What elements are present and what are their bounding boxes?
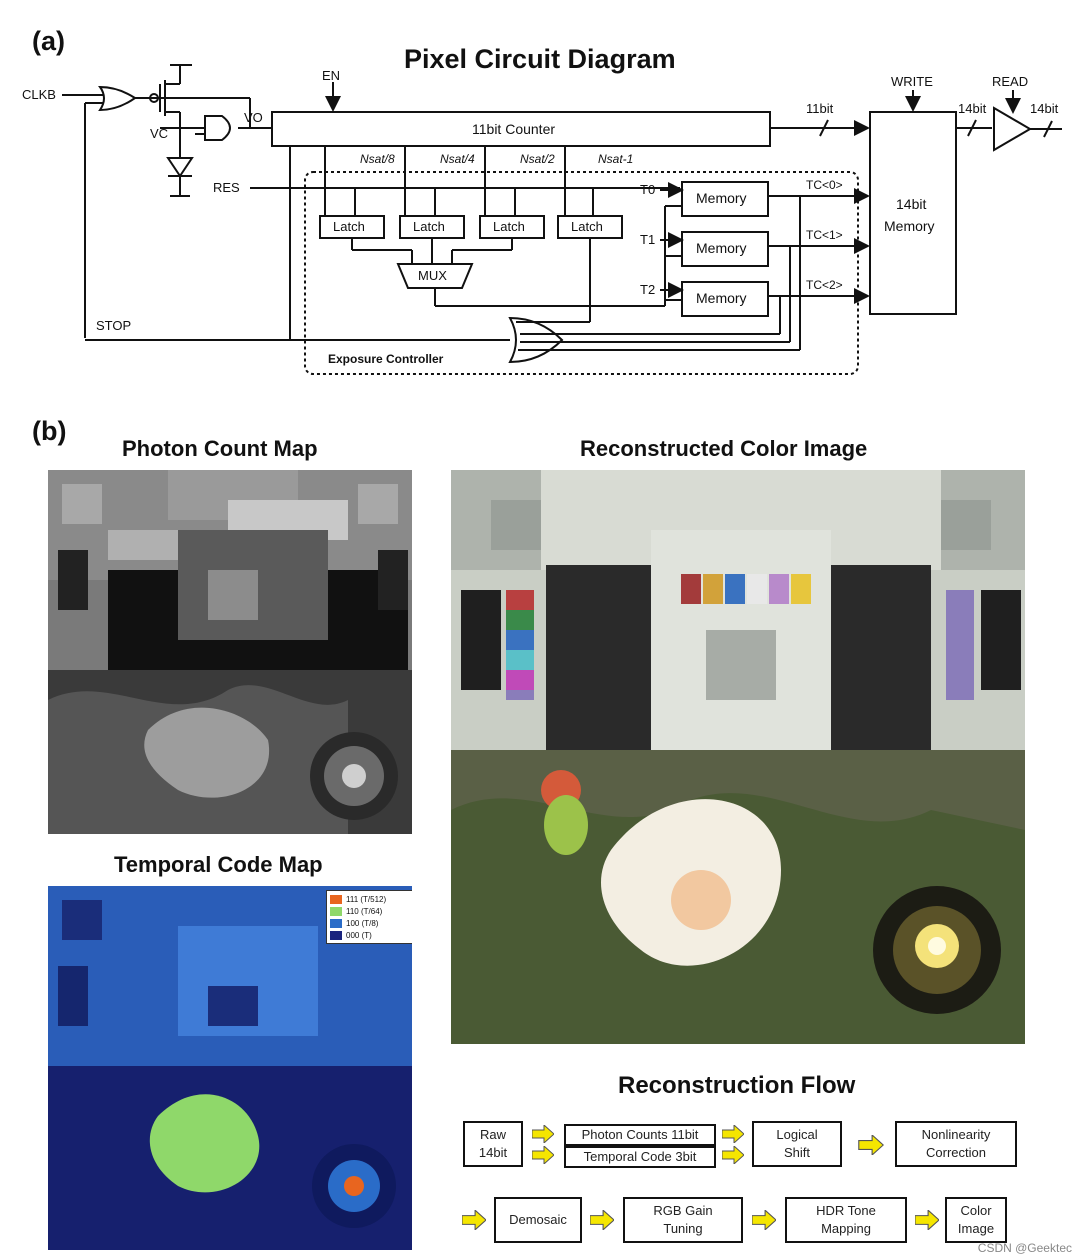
temporal-code-map-image: 111 (T/512) 110 (T/64) 100 (T/8) 000 (T): [48, 886, 412, 1250]
mux-label: MUX: [418, 268, 447, 283]
flow-demosaic: Demosaic: [494, 1197, 582, 1243]
memory-2: [681, 281, 769, 317]
label-res: RES: [213, 180, 240, 195]
memory-0: [681, 181, 769, 217]
flow-photon-counts: Photon Counts 11bit: [564, 1124, 716, 1146]
latch-3-label: Latch: [493, 219, 525, 234]
label-vc: VC: [150, 126, 169, 141]
reconstruction-flow-title: Reconstruction Flow: [618, 1072, 856, 1099]
flow-nonlinearity-label: Nonlinearity Correction: [921, 1127, 991, 1160]
memory-14bit-block: [869, 111, 957, 315]
label-11bit: 11bit: [806, 101, 834, 116]
watermark: CSDN @Geektec: [977, 1241, 1072, 1255]
label-en: EN: [322, 68, 341, 83]
photon-count-title: Photon Count Map: [122, 436, 318, 461]
flow-raw: Raw 14bit: [463, 1121, 523, 1167]
mux-block: [396, 263, 474, 289]
label-14bit-out: 14bit: [1030, 101, 1059, 116]
flow-nonlinearity: Nonlinearity Correction: [895, 1121, 1017, 1167]
flow-arrow-1a: [532, 1125, 554, 1143]
label-write: WRITE: [891, 74, 933, 89]
memory-1-label: Memory: [696, 240, 747, 256]
flow-rgb-label: RGB Gain Tuning: [653, 1203, 713, 1236]
label-nsat2: Nsat/2: [520, 152, 555, 166]
flow-temporal-code: Temporal Code 3bit: [564, 1146, 716, 1168]
flow-photon-label: Photon Counts 11bit: [581, 1127, 699, 1142]
legend-item: 110 (T/64): [330, 905, 412, 917]
flow-arrow-6: [752, 1210, 776, 1230]
legend-swatch: [330, 930, 342, 940]
circuit-title: Pixel Circuit Diagram: [404, 44, 676, 74]
latch-1-label: Latch: [333, 219, 365, 234]
legend-item: 000 (T): [330, 929, 412, 941]
photon-count-map-image: [48, 470, 412, 834]
flow-shift-label: Logical Shift: [776, 1127, 818, 1160]
latch-4-label: Latch: [571, 219, 603, 234]
label-tc2: TC<2>: [806, 278, 843, 292]
label-read: READ: [992, 74, 1029, 89]
flow-arrow-3: [858, 1135, 884, 1155]
or-gate-stop: [508, 316, 564, 364]
panel-b-label: (b): [32, 416, 67, 446]
label-clkb: CLKB: [22, 87, 56, 102]
memory-14bit-label-1: 14bit: [896, 196, 927, 212]
legend-item: 100 (T/8): [330, 917, 412, 929]
panel-a: (a) Pixel Circuit Diagram: [0, 0, 1080, 390]
exposure-controller-label: Exposure Controller: [328, 352, 444, 366]
legend-swatch: [330, 918, 342, 928]
reconstructed-color-title: Reconstructed Color Image: [580, 436, 868, 461]
label-vo: VO: [244, 110, 263, 125]
legend-swatch: [330, 906, 342, 916]
label-14bit-in: 14bit: [958, 101, 987, 116]
or-gate-clk: [98, 85, 137, 112]
legend-label: 100 (T/8): [346, 918, 379, 928]
flow-hdr-label: HDR Tone Mapping: [816, 1203, 876, 1236]
legend-item: 111 (T/512): [330, 893, 412, 905]
flow-arrow-5: [590, 1210, 614, 1230]
temporal-code-title: Temporal Code Map: [114, 852, 323, 877]
flow-logical-shift: Logical Shift: [752, 1121, 842, 1167]
legend-swatch: [330, 894, 342, 904]
read-buffer: [993, 106, 1032, 152]
flow-raw-label: Raw 14bit: [478, 1127, 508, 1160]
spad-diode: [166, 157, 194, 178]
flow-demosaic-label: Demosaic: [509, 1212, 567, 1227]
flow-temporal-label: Temporal Code 3bit: [583, 1149, 697, 1164]
label-nsat8: Nsat/8: [360, 152, 395, 166]
label-t0: T0: [640, 182, 656, 197]
reconstructed-color-image: [451, 470, 1025, 1044]
flow-arrow-2a: [722, 1125, 744, 1143]
flow-color-image: Color Image: [945, 1197, 1007, 1243]
label-tc0: TC<0>: [806, 178, 843, 192]
counter-block: [271, 111, 771, 147]
flow-hdr: HDR Tone Mapping: [785, 1197, 907, 1243]
exposure-controller-box: [304, 171, 859, 375]
memory-1: [681, 231, 769, 267]
label-tc1: TC<1>: [806, 228, 843, 242]
and-gate: [204, 115, 231, 141]
legend-label: 000 (T): [346, 930, 372, 940]
legend-label: 110 (T/64): [346, 906, 383, 916]
legend-label: 111 (T/512): [346, 894, 387, 904]
flow-rgb-gain: RGB Gain Tuning: [623, 1197, 743, 1243]
label-nsat4: Nsat/4: [440, 152, 475, 166]
memory-14bit-label-2: Memory: [884, 218, 935, 234]
flow-arrow-4: [462, 1210, 486, 1230]
label-counter: 11bit Counter: [472, 121, 556, 137]
flow-arrow-2b: [722, 1146, 744, 1164]
label-stop: STOP: [96, 318, 132, 333]
label-t2: T2: [640, 282, 656, 297]
flow-arrow-1b: [532, 1146, 554, 1164]
latch-2-label: Latch: [413, 219, 445, 234]
flow-color-label: Color Image: [957, 1203, 995, 1236]
memory-2-label: Memory: [696, 290, 747, 306]
temporal-legend: 111 (T/512) 110 (T/64) 100 (T/8) 000 (T): [326, 890, 412, 944]
label-t1: T1: [640, 232, 656, 247]
memory-0-label: Memory: [696, 190, 747, 206]
label-nsat1: Nsat-1: [598, 152, 634, 166]
pixel-circuit-diagram: [62, 64, 1062, 375]
flow-arrow-7: [915, 1210, 939, 1230]
panel-a-label: (a): [32, 26, 65, 56]
